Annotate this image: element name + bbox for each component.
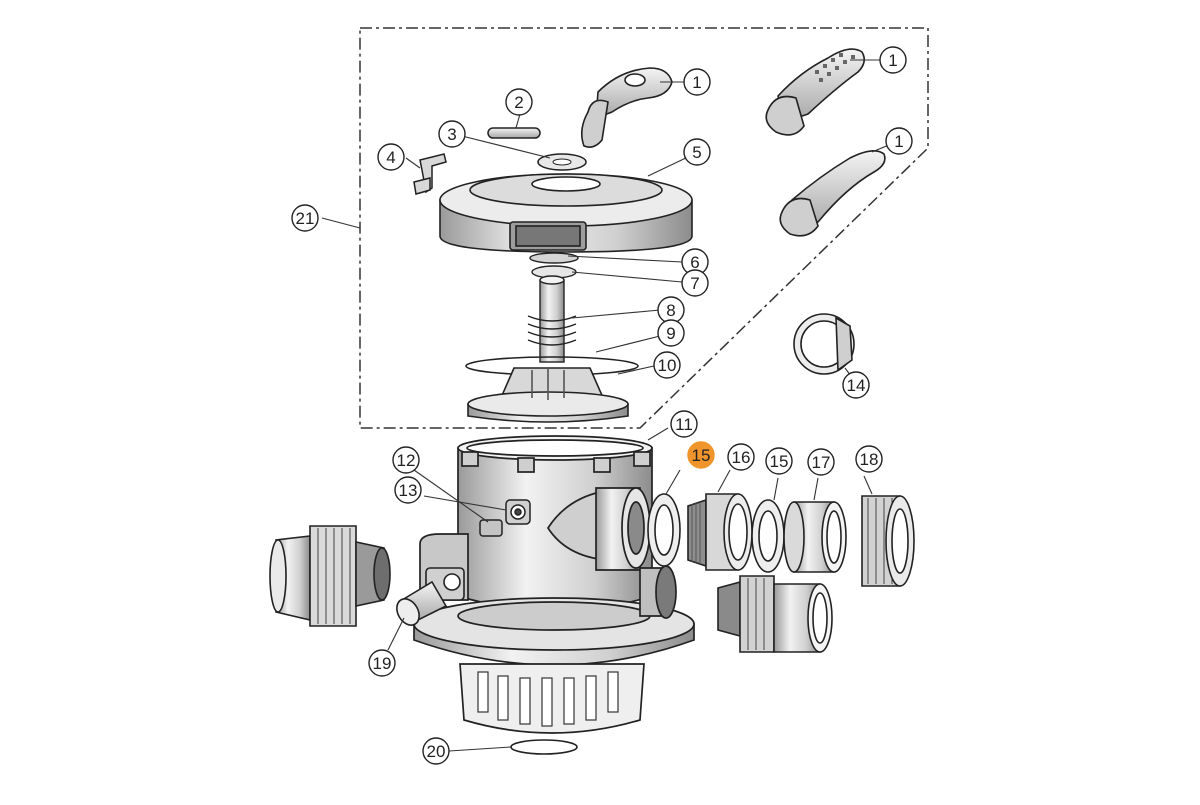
callout-circle bbox=[727, 443, 755, 471]
callout-circle bbox=[392, 446, 420, 474]
callout-circle bbox=[842, 371, 870, 399]
callout-c15b: 15 bbox=[765, 447, 793, 475]
callout-circle bbox=[657, 319, 685, 347]
callout-c21: 21 bbox=[291, 204, 319, 232]
callout-label: 16 bbox=[732, 448, 751, 467]
callout-circle bbox=[670, 410, 698, 438]
callout-label: 6 bbox=[690, 253, 699, 272]
clip-part-4 bbox=[413, 153, 447, 195]
callout-circle bbox=[653, 351, 681, 379]
callout-c19: 19 bbox=[368, 649, 396, 677]
callout-c2: 2 bbox=[505, 88, 533, 116]
plug-part-13 bbox=[479, 519, 503, 537]
callout-label: 21 bbox=[296, 209, 315, 228]
handle-part-1-gripped bbox=[765, 48, 866, 136]
callout-c15a: 15 bbox=[687, 441, 715, 469]
gasket-part-15-highlighted bbox=[647, 493, 681, 567]
callout-circle bbox=[422, 737, 450, 765]
lower-right-union-assembly bbox=[717, 575, 833, 653]
callout-circle bbox=[765, 447, 793, 475]
callout-c1c: 1 bbox=[885, 127, 913, 155]
handle-part-1-main bbox=[580, 67, 673, 148]
callout-label: 14 bbox=[847, 376, 866, 395]
callout-label: 1 bbox=[692, 73, 701, 92]
callout-circle bbox=[505, 88, 533, 116]
callout-circle bbox=[807, 448, 835, 476]
callout-c5: 5 bbox=[683, 138, 711, 166]
callout-label: 17 bbox=[812, 453, 831, 472]
pin-part-2 bbox=[487, 127, 541, 139]
callout-circle bbox=[681, 269, 709, 297]
callout-label: 9 bbox=[666, 324, 675, 343]
callout-c11: 11 bbox=[670, 410, 698, 438]
callout-circle bbox=[377, 143, 405, 171]
cover-part-5 bbox=[439, 173, 693, 253]
callout-c20: 20 bbox=[422, 737, 450, 765]
rotor-disk-part-10 bbox=[467, 367, 629, 423]
callout-circle bbox=[687, 441, 715, 469]
seal-part-6 bbox=[529, 252, 579, 264]
callout-c4: 4 bbox=[377, 143, 405, 171]
connector-part-19 bbox=[396, 567, 465, 626]
callout-c1a: 1 bbox=[683, 68, 711, 96]
callout-label: 20 bbox=[427, 742, 446, 761]
callout-circle bbox=[394, 476, 422, 504]
callout-circle bbox=[879, 46, 907, 74]
callout-label: 7 bbox=[690, 274, 699, 293]
callout-c8: 8 bbox=[657, 296, 685, 324]
callout-label: 13 bbox=[399, 481, 418, 500]
gasket-part-15 bbox=[751, 499, 785, 573]
callout-c13: 13 bbox=[394, 476, 422, 504]
callout-label: 15 bbox=[770, 452, 789, 471]
callout-c12: 12 bbox=[392, 446, 420, 474]
cap-part-14 bbox=[793, 313, 855, 375]
callout-label: 4 bbox=[386, 148, 395, 167]
pipe-part-17 bbox=[783, 501, 847, 573]
union-part-16 bbox=[687, 493, 753, 571]
valve-body-part-11 bbox=[413, 435, 695, 734]
callout-label: 1 bbox=[894, 132, 903, 151]
callout-label: 18 bbox=[860, 450, 879, 469]
callout-label: 19 bbox=[373, 654, 392, 673]
callout-c3: 3 bbox=[438, 120, 466, 148]
callout-label: 2 bbox=[514, 93, 523, 112]
callout-label: 1 bbox=[888, 51, 897, 70]
callout-label: 3 bbox=[447, 125, 456, 144]
callout-circle bbox=[438, 120, 466, 148]
callout-label: 10 bbox=[658, 356, 677, 375]
nut-part-18 bbox=[861, 495, 915, 587]
oring-part-20 bbox=[510, 739, 578, 755]
callout-label: 15 bbox=[692, 446, 711, 465]
callout-c1b: 1 bbox=[879, 46, 907, 74]
callout-label: 5 bbox=[692, 143, 701, 162]
callout-c7: 7 bbox=[681, 269, 709, 297]
gauge-fitting-part-12 bbox=[505, 499, 531, 525]
callout-circle bbox=[855, 445, 883, 473]
shaft-spring-part-8 bbox=[527, 275, 577, 363]
assembly-frame-21 bbox=[359, 27, 929, 429]
callout-c14: 14 bbox=[842, 371, 870, 399]
callout-circle bbox=[885, 127, 913, 155]
callout-c16: 16 bbox=[727, 443, 755, 471]
callout-c18: 18 bbox=[855, 445, 883, 473]
callout-label: 8 bbox=[666, 301, 675, 320]
handle-part-1-lower bbox=[779, 150, 886, 237]
callout-label: 12 bbox=[397, 451, 416, 470]
callout-circle bbox=[683, 138, 711, 166]
callout-circle bbox=[291, 204, 319, 232]
callout-circle bbox=[683, 68, 711, 96]
callout-c10: 10 bbox=[653, 351, 681, 379]
callout-c17: 17 bbox=[807, 448, 835, 476]
callout-circle bbox=[368, 649, 396, 677]
left-union-assembly bbox=[269, 525, 391, 627]
callout-c9: 9 bbox=[657, 319, 685, 347]
callout-label: 11 bbox=[675, 415, 693, 434]
